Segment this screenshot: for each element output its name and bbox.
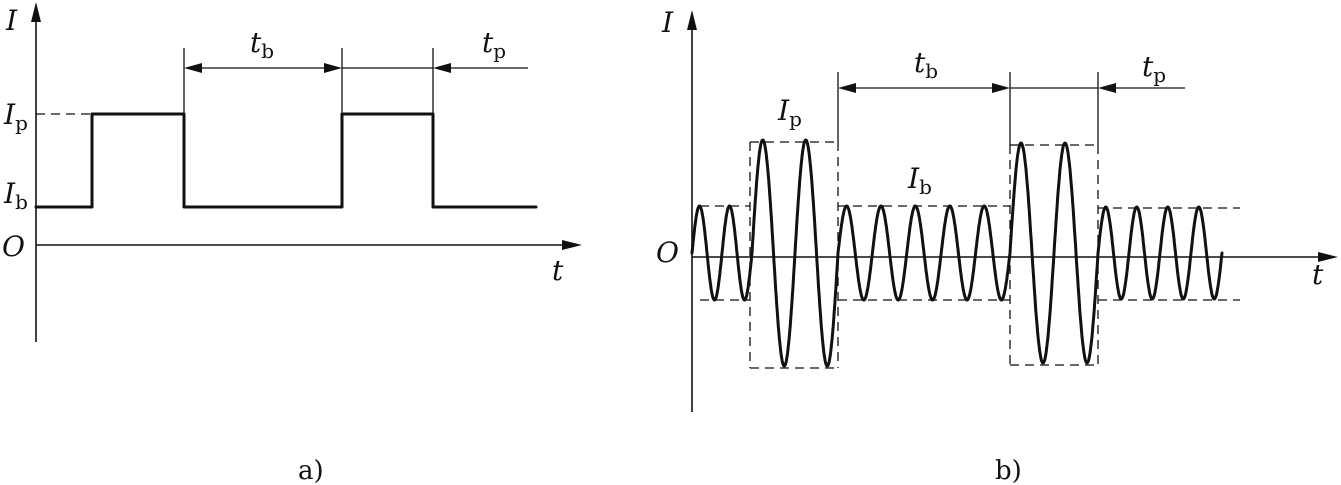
- panel-a-y-label: I: [5, 4, 18, 37]
- panel-a-tp-label: tp: [482, 26, 506, 63]
- panel-a-caption: a): [298, 456, 324, 485]
- panel-b-y-arrow: [687, 10, 697, 30]
- panel-b-tb-label: tb: [914, 46, 938, 83]
- panel-a-tb-label: tb: [250, 26, 274, 63]
- panel-b-tp-label: tp: [1142, 50, 1166, 87]
- panel-a-ib-label: Ib: [3, 177, 28, 214]
- panel-a-pulse-waveform: [34, 112, 538, 209]
- panel-a-y-arrow: [31, 2, 41, 22]
- panel-a: I t O Ip Ib tb tp: [2, 2, 582, 485]
- panel-a-tb-dimension: [184, 63, 342, 73]
- panel-b-y-label: I: [661, 6, 674, 39]
- panel-a-tp-dimension: [342, 63, 528, 73]
- panel-a-origin: O: [2, 230, 25, 263]
- panel-b-tb-dimension: [838, 83, 1010, 93]
- panel-b: I t O: [656, 6, 1338, 485]
- panel-a-ip-label: Ip: [3, 98, 28, 135]
- panel-b-oscillating-waveform: [690, 138, 1224, 368]
- panel-b-ip-label: Ip: [777, 94, 802, 131]
- panel-a-x-arrow: [562, 240, 582, 250]
- panel-a-x-label: t: [552, 254, 564, 287]
- panel-b-ib-label: Ib: [907, 162, 932, 199]
- panel-b-x-label: t: [1312, 258, 1324, 291]
- panel-b-origin: O: [656, 236, 679, 269]
- panel-b-x-arrow: [1318, 252, 1338, 262]
- panel-b-tp-dimension: [1010, 83, 1185, 93]
- panel-b-caption: b): [995, 456, 1022, 485]
